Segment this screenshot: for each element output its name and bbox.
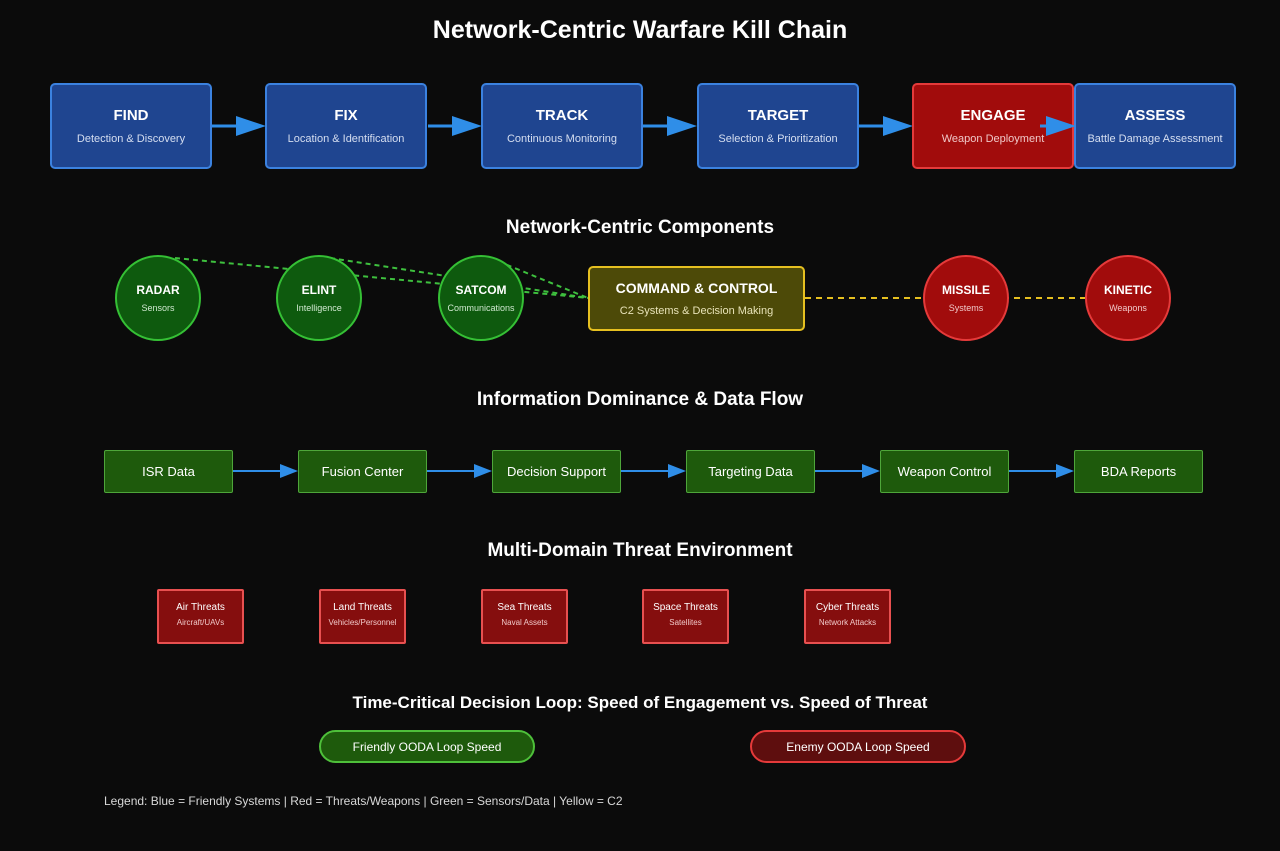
flow-step-bda-reports: BDA Reports	[1074, 450, 1203, 493]
threat-label: Land Threats	[333, 602, 392, 613]
component-satcom: SATCOM Communications	[438, 255, 524, 341]
kill-chain-fix: FIX Location & Identification	[265, 83, 427, 169]
component-sublabel: Communications	[447, 303, 515, 313]
threat-cyber: Cyber Threats Network Attacks	[804, 589, 891, 644]
friendly-ooda-pill: Friendly OODA Loop Speed	[319, 730, 535, 763]
kill-chain-sublabel: Weapon Deployment	[941, 133, 1045, 145]
component-command-control: COMMAND & CONTROL C2 Systems & Decision …	[588, 266, 805, 331]
threat-label: Cyber Threats	[815, 602, 880, 613]
kill-chain-sublabel: Battle Damage Assessment	[1087, 133, 1223, 145]
threat-sublabel: Aircraft/UAVs	[176, 618, 225, 627]
threat-sublabel: Naval Assets	[501, 618, 548, 627]
kill-chain-sublabel: Continuous Monitoring	[506, 133, 618, 145]
component-label: KINETIC	[1104, 283, 1152, 297]
kill-chain-assess: ASSESS Battle Damage Assessment	[1074, 83, 1236, 169]
component-missile: MISSILE Systems	[923, 255, 1009, 341]
threat-space: Space Threats Satellites	[642, 589, 729, 644]
component-label: ELINT	[301, 283, 337, 297]
kill-chain-sublabel: Location & Identification	[287, 133, 405, 145]
threat-land: Land Threats Vehicles/Personnel	[319, 589, 406, 644]
flow-step-decision-support: Decision Support	[492, 450, 621, 493]
component-sublabel: Sensors	[141, 303, 175, 313]
flow-step-isr-data: ISR Data	[104, 450, 233, 493]
kill-chain-label: TARGET	[747, 107, 809, 124]
component-sublabel: C2 Systems & Decision Making	[619, 305, 774, 317]
component-sublabel: Systems	[948, 303, 984, 313]
kill-chain-sublabel: Detection & Discovery	[76, 133, 186, 145]
kill-chain-label: FIX	[334, 107, 358, 124]
data-flow-arrows	[233, 464, 1074, 478]
page-title: Network-Centric Warfare Kill Chain	[432, 16, 848, 44]
threat-label: Sea Threats	[497, 602, 552, 613]
legend: Legend: Blue = Friendly Systems | Red = …	[104, 794, 623, 808]
data-flow-title: Information Dominance & Data Flow	[476, 389, 804, 410]
threat-sea: Sea Threats Naval Assets	[481, 589, 568, 644]
threat-sublabel: Vehicles/Personnel	[328, 618, 397, 627]
kill-chain-label: TRACK	[535, 107, 589, 124]
kill-chain-find: FIND Detection & Discovery	[50, 83, 212, 169]
threat-sublabel: Satellites	[669, 618, 702, 627]
component-elint: ELINT Intelligence	[276, 255, 362, 341]
threats-title: Multi-Domain Threat Environment	[487, 540, 793, 561]
component-label: RADAR	[136, 283, 180, 297]
kill-chain-track: TRACK Continuous Monitoring	[481, 83, 643, 169]
kill-chain-label: ENGAGE	[960, 107, 1026, 124]
component-sublabel: Intelligence	[296, 303, 342, 313]
kill-chain-engage: ENGAGE Weapon Deployment	[912, 83, 1074, 169]
components-title: Network-Centric Components	[505, 217, 775, 238]
component-radar: RADAR Sensors	[115, 255, 201, 341]
component-label: MISSILE	[941, 283, 990, 297]
component-label: COMMAND & CONTROL	[615, 280, 778, 296]
kill-chain-sublabel: Selection & Prioritization	[718, 133, 838, 145]
kill-chain-label: ASSESS	[1124, 107, 1186, 124]
threat-label: Air Threats	[176, 602, 225, 613]
kill-chain-target: TARGET Selection & Prioritization	[697, 83, 859, 169]
threat-label: Space Threats	[653, 602, 718, 613]
component-kinetic: KINETIC Weapons	[1085, 255, 1171, 341]
flow-step-weapon-control: Weapon Control	[880, 450, 1009, 493]
enemy-ooda-pill: Enemy OODA Loop Speed	[750, 730, 966, 763]
component-label: SATCOM	[455, 283, 507, 297]
threat-air: Air Threats Aircraft/UAVs	[157, 589, 244, 644]
flow-step-targeting-data: Targeting Data	[686, 450, 815, 493]
flow-step-fusion-center: Fusion Center	[298, 450, 427, 493]
threat-sublabel: Network Attacks	[818, 618, 877, 627]
ooda-title: Time-Critical Decision Loop: Speed of En…	[352, 693, 928, 712]
component-sublabel: Weapons	[1109, 303, 1147, 313]
kill-chain-label: FIND	[113, 107, 149, 124]
